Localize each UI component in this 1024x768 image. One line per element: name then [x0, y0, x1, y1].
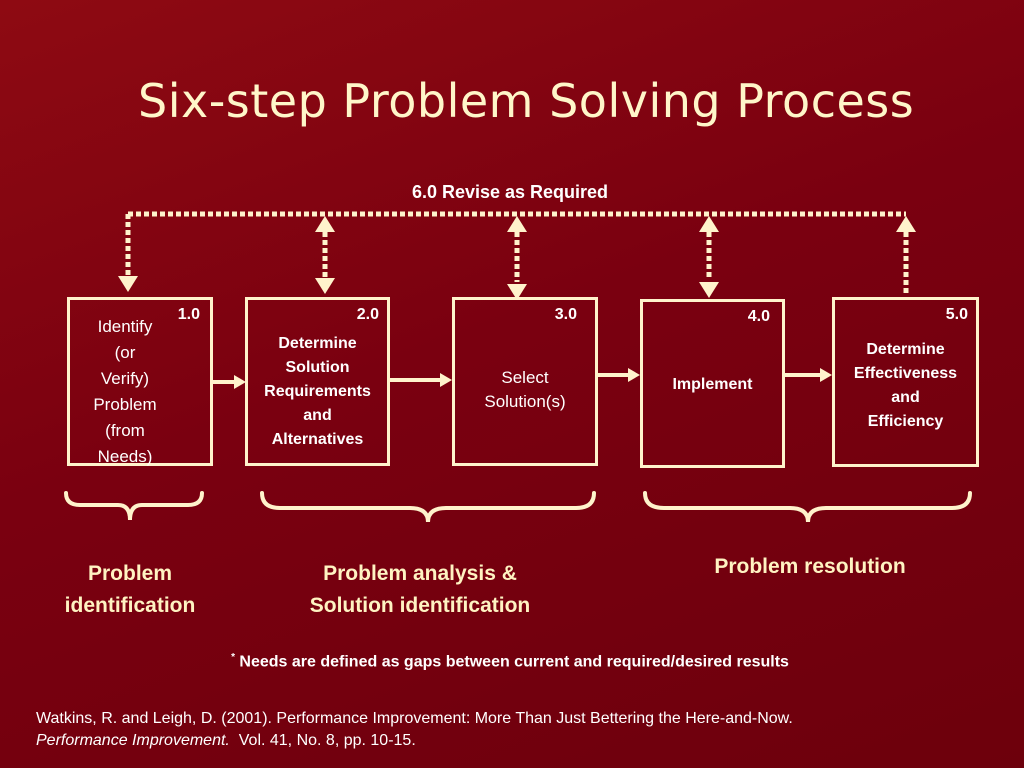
step-number: 5.0	[945, 306, 968, 323]
step-number: 1.0	[177, 306, 200, 323]
step-label: Determine Effectiveness and Efficiency	[853, 341, 958, 430]
slide-title: Six-step Problem Solving Process	[138, 74, 915, 128]
footnote-marker: *	[231, 652, 235, 663]
step-label: Determine Solution Requirements and Alte…	[264, 335, 371, 448]
arrowhead-down-1	[118, 276, 138, 292]
arrowhead-down-3	[507, 284, 527, 300]
step-box-determine-requirements: 2.0 Determine Solution Requirements and …	[245, 297, 390, 466]
arrowhead-up-3	[507, 216, 527, 232]
step-number: 3.0	[554, 306, 577, 323]
step-box-determine-effectiveness: 5.0 Determine Effectiveness and Efficien…	[832, 297, 979, 467]
arrowhead-down-4	[699, 282, 719, 298]
step-label: Identify (or Verify) Problem (from Needs…	[93, 317, 157, 466]
revise-label: 6.0 Revise as Required	[411, 182, 609, 202]
arrowhead-up-4	[699, 216, 719, 232]
footnote: * Needs are defined as gaps between curr…	[100, 652, 920, 671]
citation-details: Vol. 41, No. 8, pp. 10-15.	[229, 732, 416, 749]
group-braces	[64, 491, 972, 523]
step-box-select-solution: 3.0 Select Solution(s)	[452, 297, 598, 466]
citation-line-2: Performance Improvement. Vol. 41, No. 8,…	[36, 730, 1016, 752]
brace-problem-analysis	[260, 491, 596, 523]
arrowhead-down-2	[315, 278, 335, 294]
footnote-text: Needs are defined as gaps between curren…	[234, 653, 789, 671]
revise-arrows	[125, 214, 909, 296]
arrowhead-up-2	[315, 216, 335, 232]
brace-problem-resolution	[643, 491, 972, 523]
step-box-identify: 1.0 Identify (or Verify) Problem (from N…	[67, 297, 213, 466]
step-label: Select Solution(s)	[484, 368, 566, 411]
group-label-problem-resolution: Problem resolution	[714, 555, 906, 578]
step-box-implement: 4.0 Implement	[640, 299, 785, 468]
step-connectors	[212, 368, 832, 389]
step-number: 2.0	[356, 306, 379, 323]
group-label-problem-analysis: Problem analysis & Solution identificati…	[309, 562, 531, 617]
step-label: Implement	[672, 376, 753, 393]
arrowhead-up-5	[896, 216, 916, 232]
citation: Watkins, R. and Leigh, D. (2001). Perfor…	[36, 708, 1016, 752]
step-number: 4.0	[747, 308, 770, 325]
group-label-problem-identification: Problem identification	[64, 562, 196, 617]
citation-line-1: Watkins, R. and Leigh, D. (2001). Perfor…	[36, 710, 793, 727]
revise-arrowheads	[118, 216, 916, 300]
brace-problem-identification	[64, 491, 204, 521]
citation-journal: Performance Improvement.	[36, 732, 230, 749]
